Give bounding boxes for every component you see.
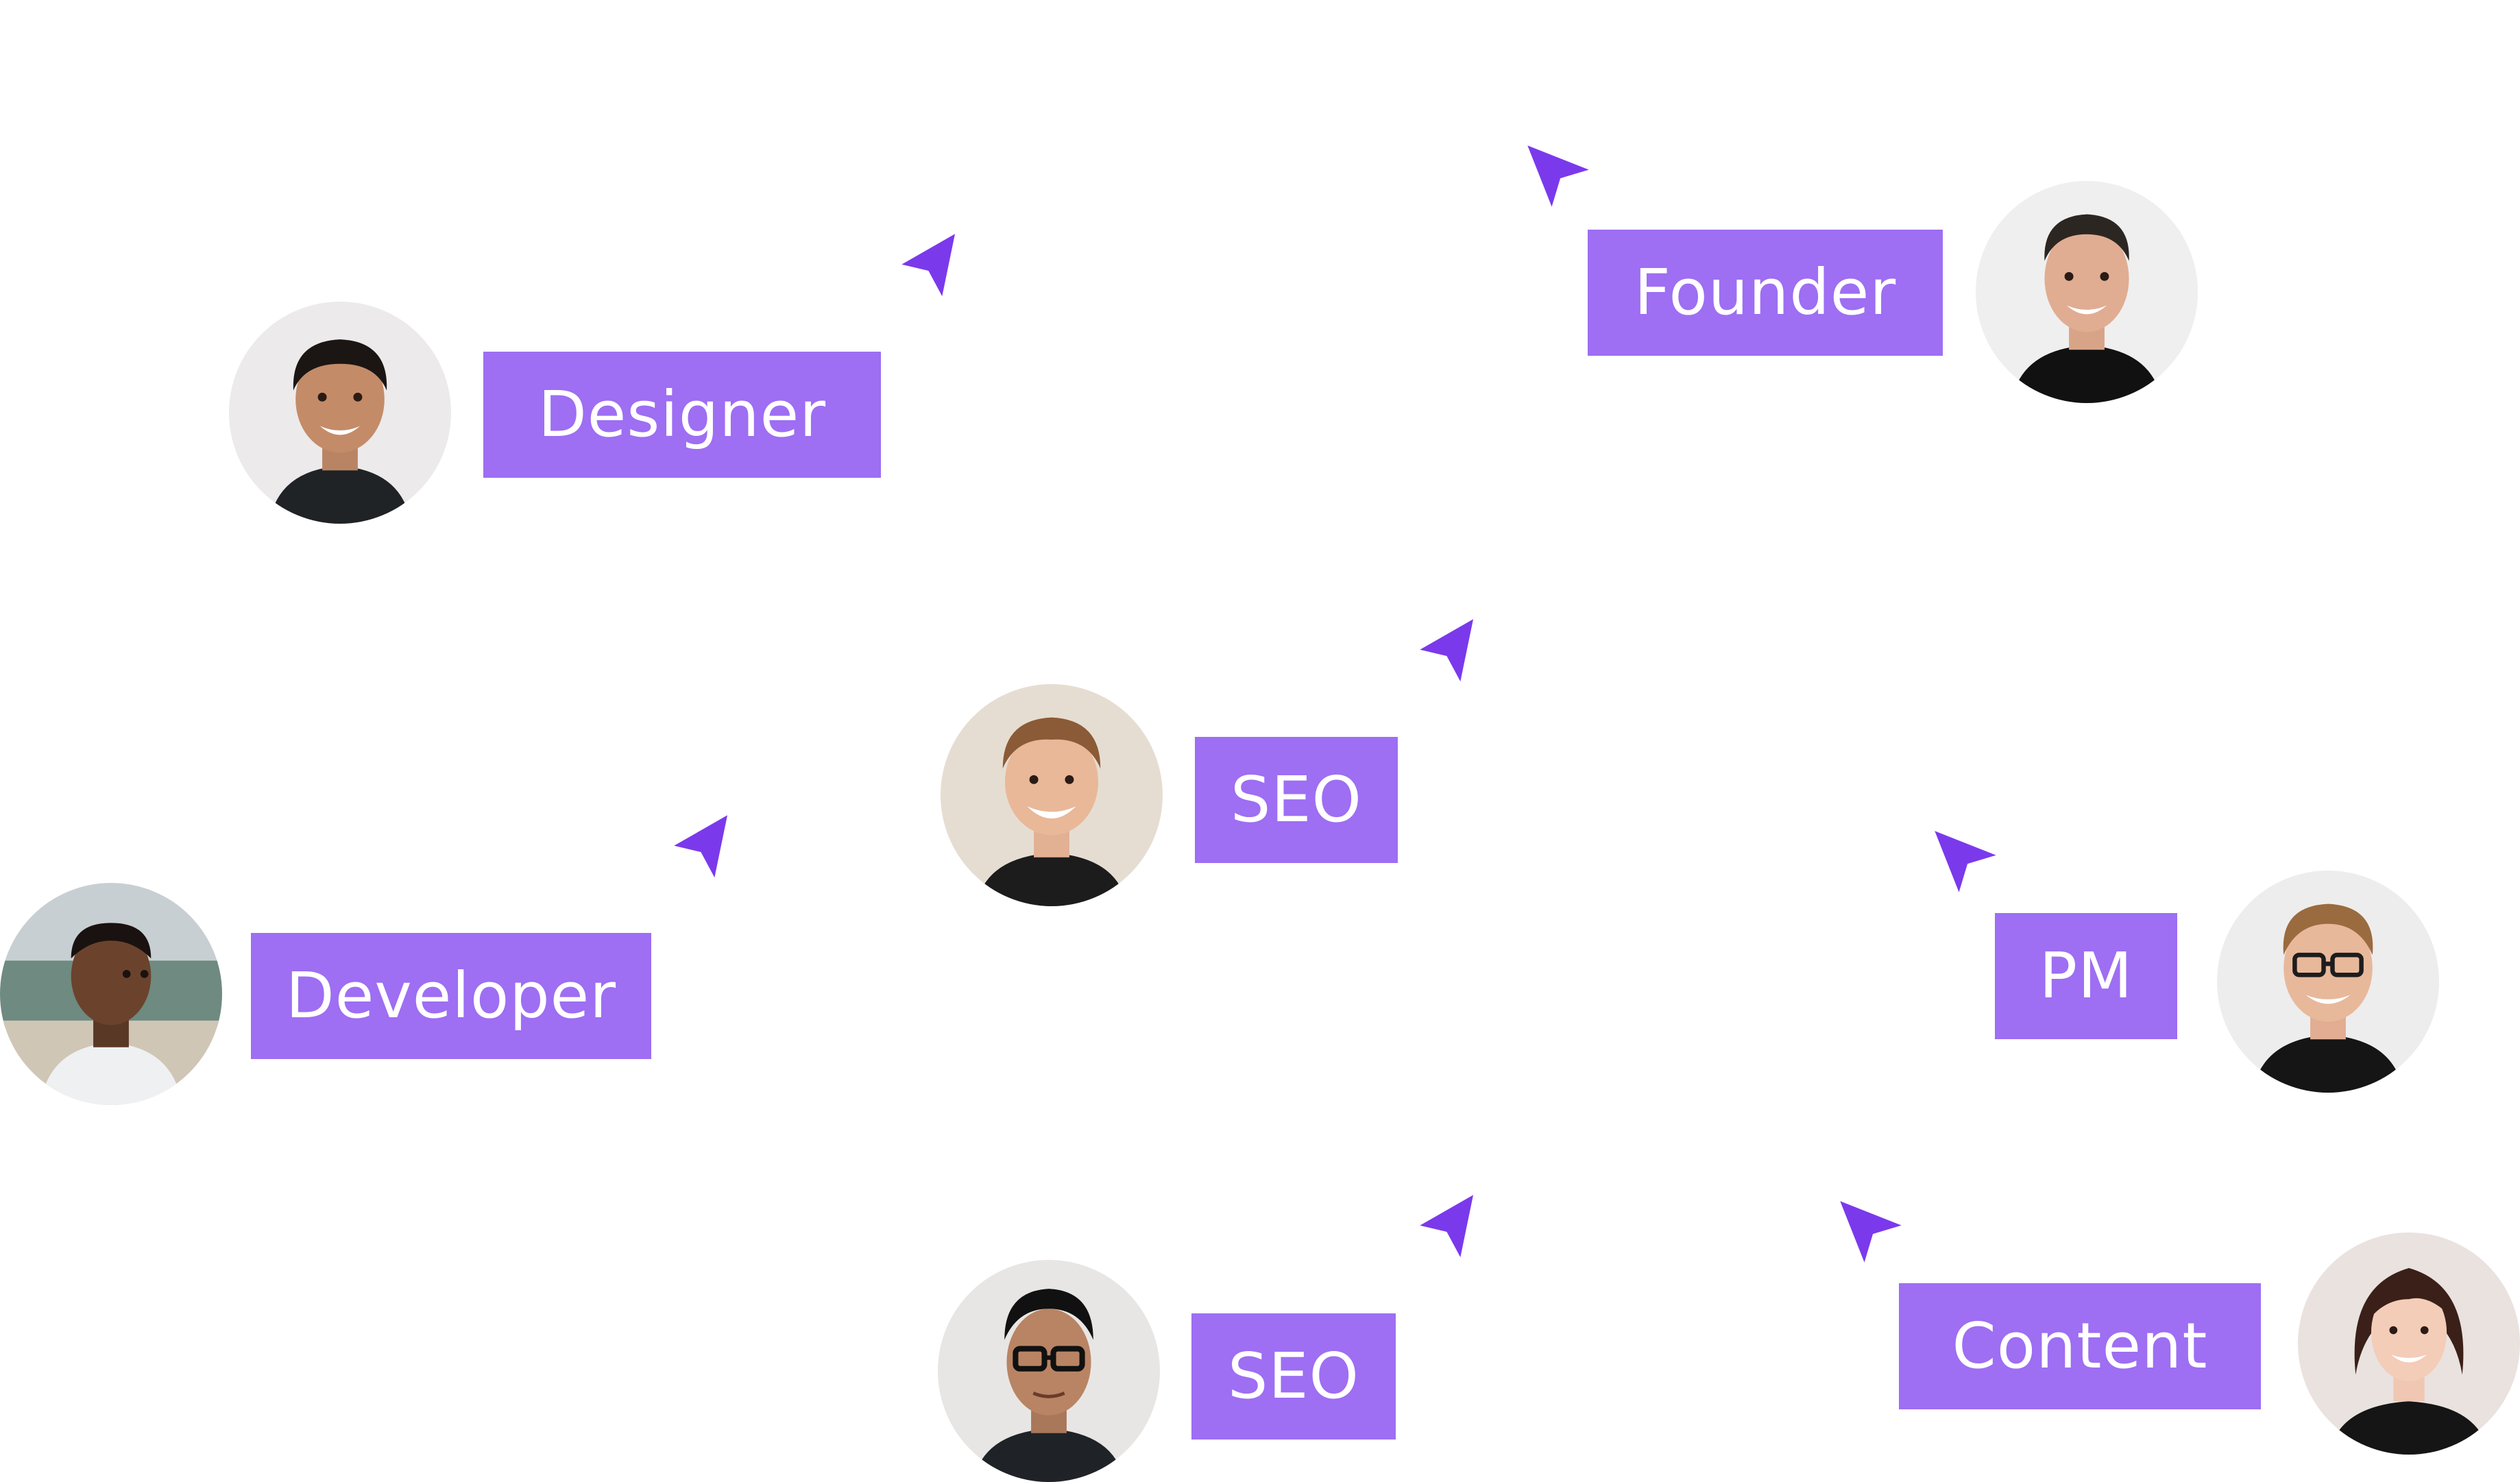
avatar-developer: [0, 883, 222, 1105]
avatar-seo-2: [938, 1260, 1160, 1482]
role-label-developer: Developer: [251, 933, 651, 1059]
pointer-arrow-icon: [1523, 141, 1595, 212]
role-label-seo-1: SEO: [1195, 737, 1398, 863]
avatar-content: [2298, 1232, 2520, 1455]
avatar-pm: [2217, 871, 2439, 1093]
role-label-founder: Founder: [1588, 230, 1943, 356]
pointer-arrow-icon: [1836, 1197, 1907, 1268]
role-label-pm: PM: [1995, 913, 2177, 1039]
role-label-designer: Designer: [483, 352, 881, 478]
pointer-arrow-icon: [1415, 1193, 1486, 1264]
role-label-seo-2: SEO: [1191, 1313, 1396, 1440]
avatar-founder: [1976, 181, 2198, 403]
avatar-seo-1: [941, 684, 1163, 906]
pointer-arrow-icon: [1930, 827, 2002, 898]
pointer-arrow-icon: [1415, 617, 1486, 688]
avatar-designer: [229, 302, 451, 524]
pointer-arrow-icon: [669, 813, 740, 884]
pointer-arrow-icon: [897, 232, 968, 303]
role-label-content: Content: [1899, 1283, 2261, 1409]
